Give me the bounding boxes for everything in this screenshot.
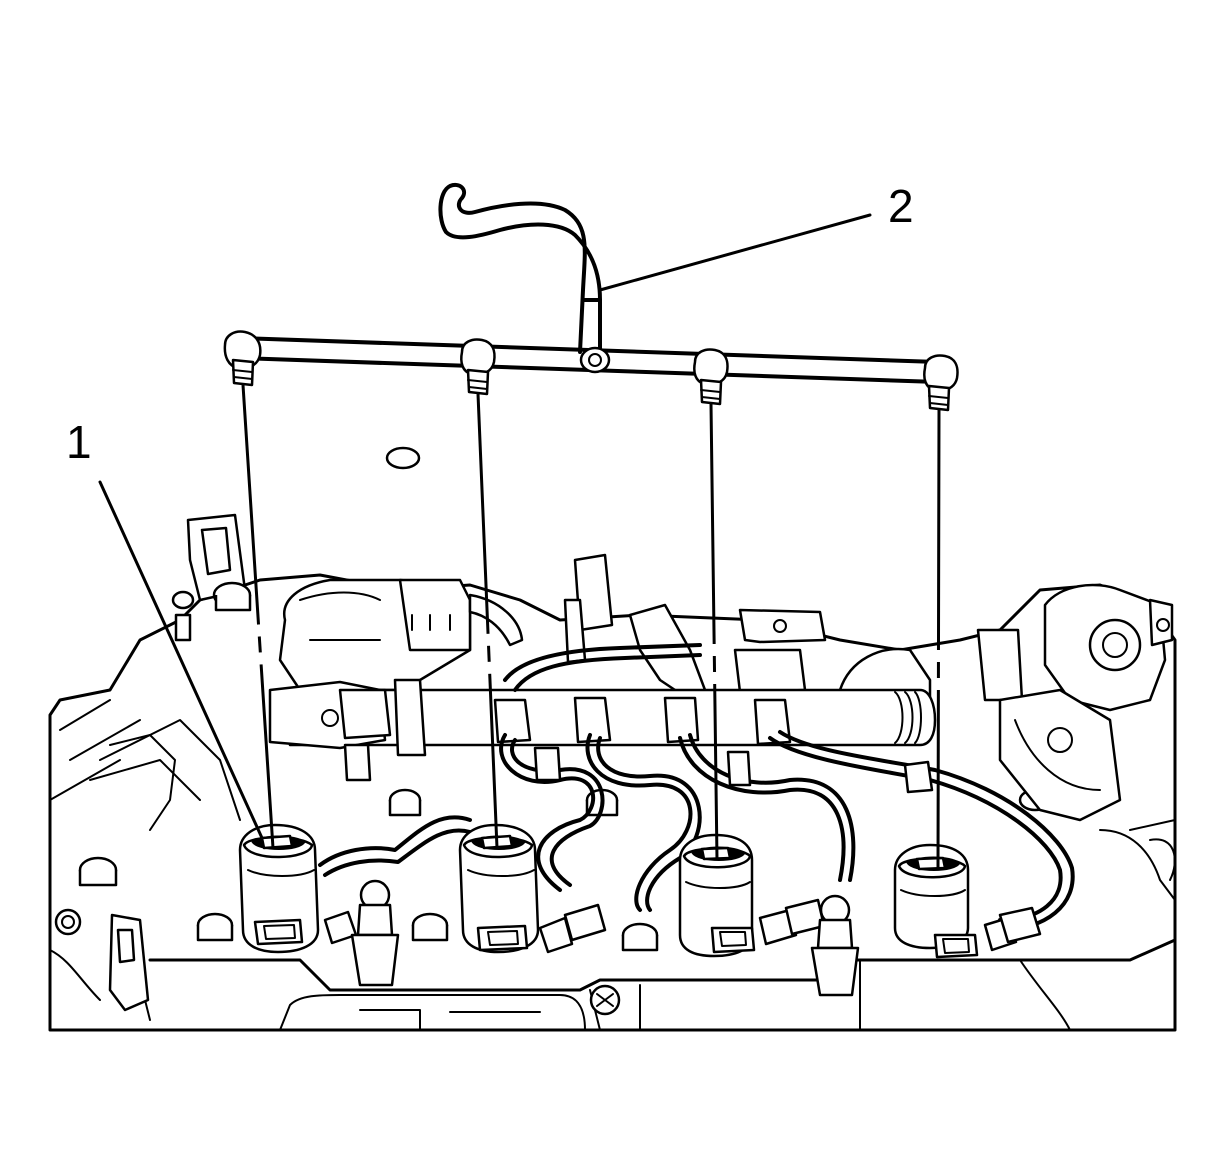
injector-1: [238, 823, 320, 954]
engine-block: [48, 446, 1177, 1032]
return-pipe-fitting-2: [460, 338, 496, 396]
injectors: [238, 743, 1042, 997]
return-pipe-fitting-4: [923, 354, 959, 412]
egr-assembly: [976, 583, 1174, 822]
assembly-guide-lines: [241, 384, 941, 869]
high-pressure-pipes: [318, 730, 1075, 932]
pipe-unions: [323, 898, 1042, 954]
injector-2: [458, 823, 540, 954]
injector-3: [678, 833, 756, 958]
callout-1: 1: [66, 416, 92, 468]
common-fuel-rail: [268, 643, 937, 757]
left-bolts: [54, 446, 1052, 952]
lifting-eye: [186, 513, 247, 602]
head-connectors: [343, 743, 934, 794]
rail-outlet-fittings: [493, 696, 792, 746]
fuel-return-pipe: [223, 183, 959, 412]
injector-4: [893, 843, 979, 959]
return-pipe-fitting-1: [223, 330, 262, 387]
ball-studs: [350, 879, 860, 997]
return-pipe-fitting-3: [693, 348, 729, 406]
callout-2: 2: [888, 180, 914, 232]
leader-lines: [98, 213, 872, 840]
